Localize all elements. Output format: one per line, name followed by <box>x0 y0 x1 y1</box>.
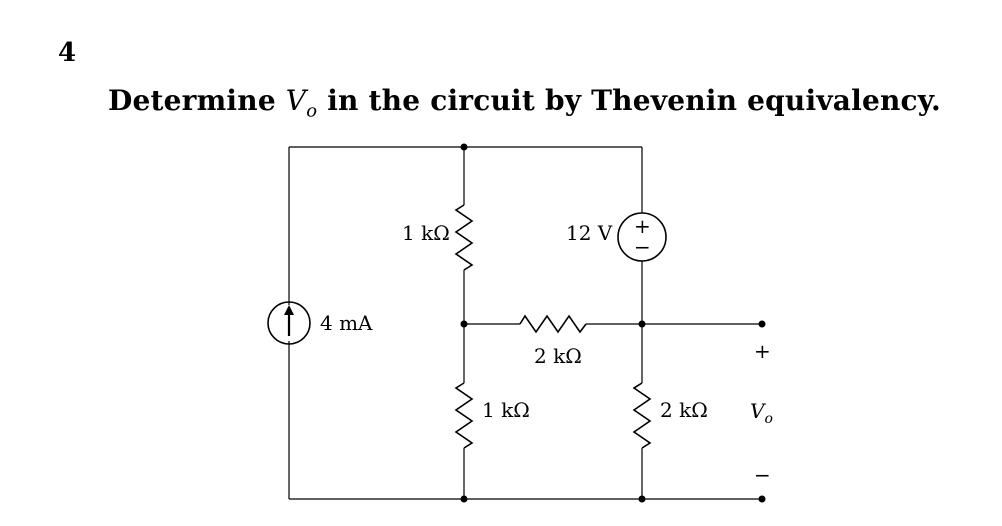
output-minus-sign: − <box>754 463 771 487</box>
current-source <box>267 301 311 345</box>
junction-dots <box>460 143 766 503</box>
problem-number: 4 <box>58 38 77 68</box>
resistor-top-left <box>454 204 474 271</box>
output-terminal-dot <box>758 320 766 328</box>
resistor-middle-label: 2 kΩ <box>534 344 582 368</box>
output-terminal-dot <box>758 495 766 503</box>
title-variable: Vo <box>285 84 318 122</box>
node-dot <box>460 495 468 503</box>
voltage-plus-sign: + <box>634 214 651 238</box>
current-source-label: 4 mA <box>320 311 373 335</box>
resistor-bottom-right <box>632 382 652 449</box>
resistor-bottom-left-label: 1 kΩ <box>482 398 530 422</box>
problem-title: Determine Vo in the circuit by Thevenin … <box>108 84 941 122</box>
resistor-bottom-right-label: 2 kΩ <box>660 398 708 422</box>
voltage-source: + − <box>617 212 667 262</box>
voltage-minus-sign: − <box>634 235 651 259</box>
output-voltage-label: Vo <box>750 399 773 427</box>
resistor-bottom-left <box>454 382 474 449</box>
node-dot <box>460 320 468 328</box>
title-suffix: in the circuit by Thevenin equivalency. <box>317 84 942 117</box>
voltage-source-label: 12 V <box>566 221 613 245</box>
title-prefix: Determine <box>108 84 286 117</box>
node-dot <box>638 320 646 328</box>
resistor-top-left-label: 1 kΩ <box>402 221 450 245</box>
arrow-up-icon <box>284 305 294 315</box>
node-dot <box>638 495 646 503</box>
node-dot <box>460 143 468 151</box>
resistor-middle <box>519 314 587 334</box>
output-plus-sign: + <box>754 339 771 363</box>
